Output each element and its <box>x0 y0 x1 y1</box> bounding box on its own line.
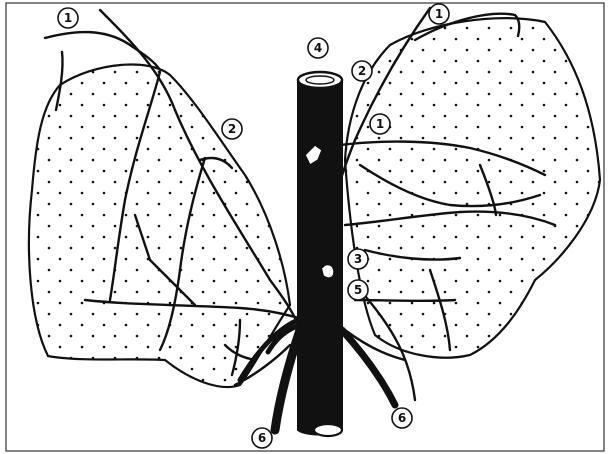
label-1-mid-right: 1 <box>370 114 390 134</box>
label-text: 6 <box>398 411 406 425</box>
label-text: 2 <box>358 64 366 78</box>
label-text: 1 <box>64 11 72 25</box>
label-6-left: 6 <box>252 428 272 448</box>
label-2-right: 2 <box>352 61 372 81</box>
label-2-left: 2 <box>222 119 242 139</box>
label-text: 1 <box>376 117 384 131</box>
label-text: 2 <box>228 122 236 136</box>
label-text: 3 <box>354 252 362 266</box>
label-text: 1 <box>435 7 443 21</box>
label-3: 3 <box>348 249 368 269</box>
label-text: 5 <box>354 283 362 297</box>
label-1-top-left: 1 <box>58 8 78 28</box>
label-5: 5 <box>348 280 368 300</box>
label-6-right: 6 <box>392 408 412 428</box>
central-vessel <box>298 72 342 436</box>
label-4: 4 <box>308 38 328 58</box>
label-text: 4 <box>314 41 322 55</box>
label-text: 6 <box>258 431 266 445</box>
label-1-top-right: 1 <box>429 4 449 24</box>
